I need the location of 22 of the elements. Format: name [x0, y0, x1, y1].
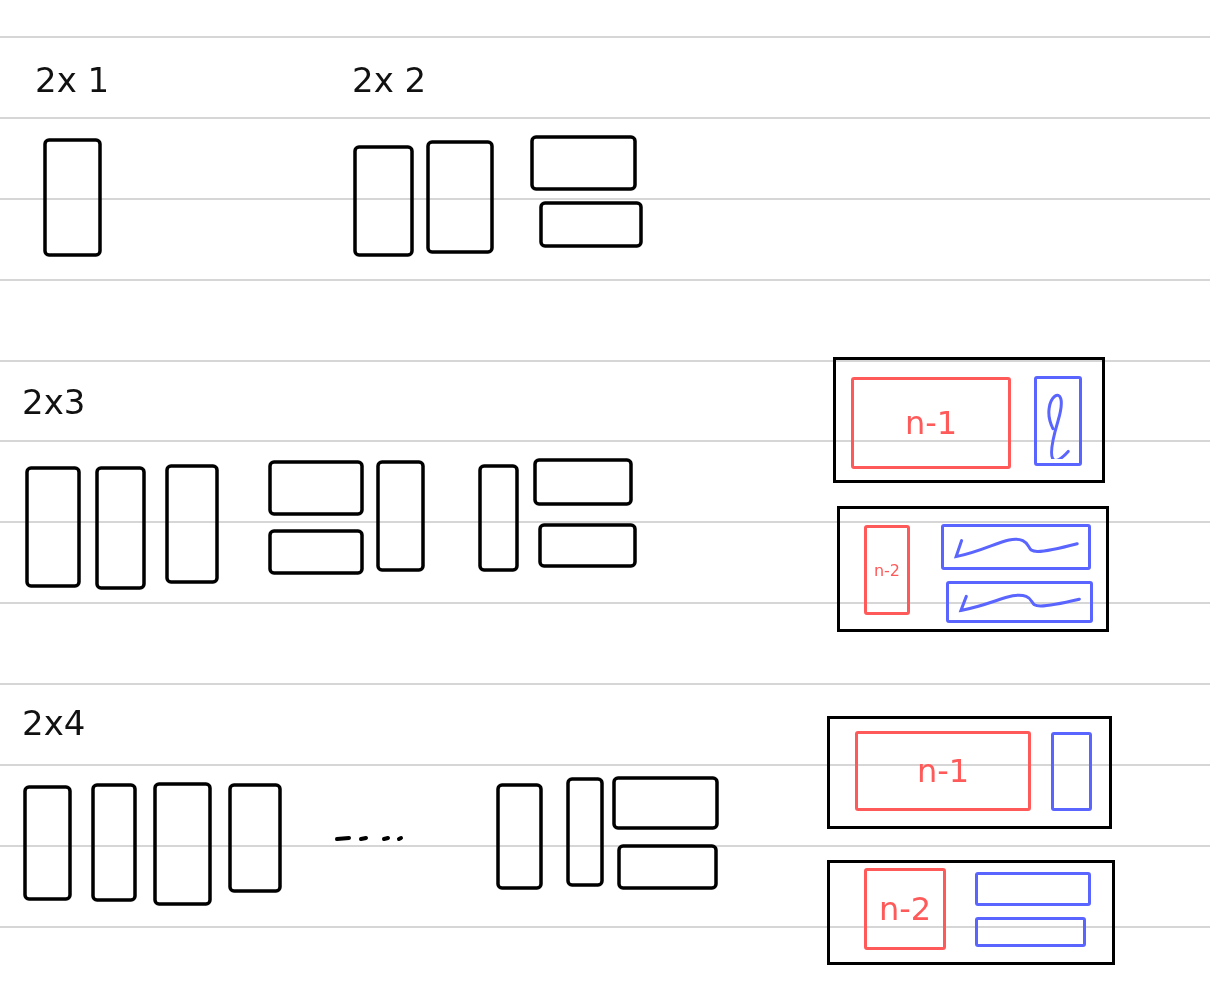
subproblem-box — [864, 525, 910, 615]
domino-box — [941, 524, 1091, 570]
domino-box — [1051, 732, 1092, 811]
domino-box — [975, 872, 1091, 906]
domino-box — [975, 917, 1086, 947]
domino-box — [1034, 376, 1082, 466]
tiling-frame — [827, 716, 1112, 829]
subproblem-label: n-2 — [878, 890, 932, 928]
tiling-heading: 2x 1 — [35, 60, 110, 100]
subproblem-box — [855, 731, 1031, 811]
tiling-heading: 2x3 — [22, 382, 86, 422]
tiling-frame — [833, 357, 1105, 483]
subproblem-label: n-1 — [904, 404, 958, 442]
tiling-heading: 2x4 — [22, 703, 86, 743]
tiling-heading: 2x 2 — [352, 60, 427, 100]
subproblem-label: n-1 — [916, 752, 970, 790]
subproblem-label: n-2 — [873, 560, 901, 580]
subproblem-box — [864, 868, 946, 950]
tiling-frame — [827, 860, 1115, 965]
domino-box — [946, 581, 1093, 623]
tiling-frame — [837, 506, 1109, 632]
subproblem-box — [851, 377, 1011, 469]
